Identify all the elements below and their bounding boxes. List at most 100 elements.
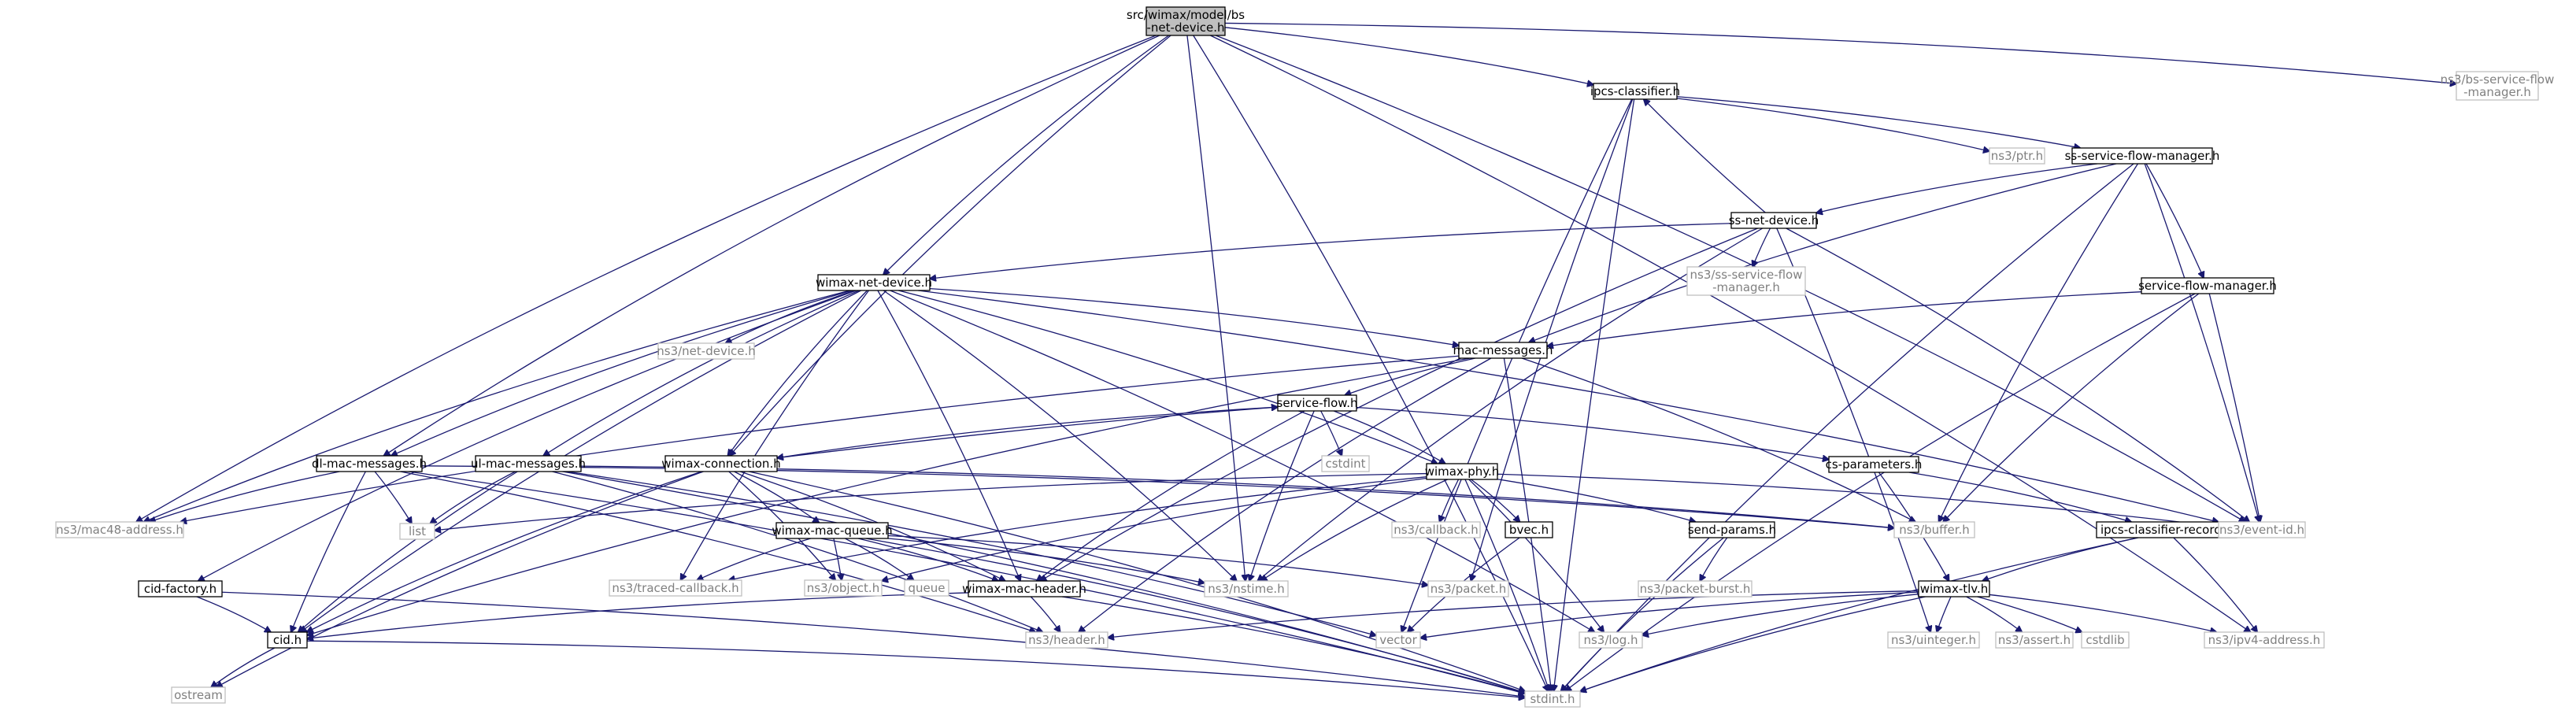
node-dl-mac-messages[interactable]: dl-mac-messages.h bbox=[312, 455, 427, 472]
node-box bbox=[1426, 463, 1498, 480]
edge-ipcs-classifier-record-to-ipv4-address bbox=[2173, 537, 2257, 632]
node-ostream: ostream bbox=[171, 686, 226, 704]
edge-mac-messages-to-buffer bbox=[1521, 357, 1915, 522]
header-nodes: src/wimax/model/bs-net-device.hns3/bs-se… bbox=[55, 6, 2554, 708]
edge-ipcs-classifier-to-packet bbox=[1471, 98, 1634, 581]
edge-wimax-net-device-to-dl-mac-messages bbox=[391, 290, 853, 456]
edge-wimax-net-device-to-log bbox=[890, 290, 1595, 632]
edge-wimax-net-device-to-ns3-net-device bbox=[725, 290, 855, 343]
edge-cid-factory-to-stdint bbox=[221, 591, 1525, 697]
node-box bbox=[1689, 521, 1775, 538]
edge-service-flow-to-nstime bbox=[1249, 410, 1315, 581]
edge-wimax-tlv-to-uinteger bbox=[1937, 596, 1952, 632]
edge-wimax-net-device-to-ul-mac-messages bbox=[543, 290, 860, 456]
edge-bs-net-device-to-nstime bbox=[1186, 35, 1245, 581]
edge-ss-net-device-to-ipcs-classifier bbox=[1644, 99, 1766, 213]
edge-wimax-phy-to-bvec bbox=[1471, 479, 1519, 522]
node-bs-net-device[interactable]: src/wimax/model/bs-net-device.h bbox=[1127, 6, 1245, 36]
node-mac-messages[interactable]: mac-messages.h bbox=[1453, 342, 1553, 359]
edge-ul-mac-messages-to-list bbox=[430, 471, 516, 523]
node-ptr: ns3/ptr.h bbox=[1989, 147, 2045, 165]
node-cstdint: cstdint bbox=[1321, 455, 1370, 472]
edge-wimax-tlv-to-ipv4-address bbox=[1989, 594, 2216, 632]
edge-ss-service-flow-manager-to-stdint bbox=[1561, 163, 2134, 691]
node-nstime: ns3/nstime.h bbox=[1204, 580, 1289, 597]
node-label: wimax-net-device.h bbox=[816, 276, 932, 290]
node-wimax-net-device[interactable]: wimax-net-device.h bbox=[816, 274, 932, 291]
edge-ipcs-classifier-to-stdint bbox=[1553, 98, 1635, 691]
edge-wimax-net-device-to-traced-callback bbox=[680, 290, 870, 580]
node-event-id: ns3/event-id.h bbox=[2218, 521, 2306, 538]
edge-dl-mac-messages-to-header bbox=[400, 471, 1036, 632]
edge-wimax-tlv-to-vector bbox=[1420, 591, 1919, 638]
edge-wimax-phy-to-stdint bbox=[1464, 479, 1549, 691]
edge-ss-service-flow-manager-to-ss-net-device bbox=[1816, 163, 2098, 213]
node-label: -manager.h bbox=[1712, 280, 1780, 294]
node-label: ns3/uinteger.h bbox=[1891, 633, 1976, 647]
node-box bbox=[1146, 6, 1226, 36]
node-cid-factory[interactable]: cid-factory.h bbox=[138, 580, 223, 597]
edge-bs-net-device-to-ipcs-classifier bbox=[1224, 27, 1593, 85]
edge-wimax-mac-header-to-header bbox=[1030, 596, 1060, 632]
edge-ss-net-device-to-event-id bbox=[1786, 228, 2249, 522]
edge-wimax-mac-queue-to-stdint bbox=[865, 538, 1525, 693]
node-box bbox=[1524, 690, 1581, 708]
node-box bbox=[1277, 394, 1357, 412]
edge-wimax-mac-queue-to-wimax-mac-header bbox=[857, 538, 998, 581]
node-label: ns3/ss-service-flow bbox=[1690, 268, 1803, 282]
edge-wimax-tlv-to-stdint bbox=[1580, 596, 1926, 691]
node-box bbox=[1375, 631, 1421, 649]
node-ns3-ss-service-flow: ns3/ss-service-flow-manager.h bbox=[1686, 266, 1806, 296]
node-stdint: stdint.h bbox=[1524, 690, 1581, 708]
edge-mac-messages-to-cid bbox=[307, 357, 1471, 635]
node-send-params[interactable]: send-params.h bbox=[1688, 521, 1776, 538]
node-box bbox=[1893, 521, 1975, 538]
node-label: -manager.h bbox=[2463, 85, 2531, 99]
node-cid[interactable]: cid.h bbox=[267, 631, 308, 649]
node-service-flow[interactable]: service-flow.h bbox=[1277, 394, 1358, 412]
node-ul-mac-messages[interactable]: ul-mac-messages.h bbox=[471, 455, 586, 472]
edge-ipcs-classifier-to-ss-service-flow-manager bbox=[1676, 96, 2080, 148]
edge-wimax-net-device-to-cid-factory bbox=[198, 290, 857, 581]
node-label: ipcs-classifier.h bbox=[1590, 84, 1680, 98]
node-box bbox=[664, 455, 778, 472]
edge-wimax-mac-queue-to-object bbox=[833, 538, 842, 580]
edge-ipcs-classifier-to-vector bbox=[1401, 98, 1633, 632]
node-cstdlib: cstdlib bbox=[2081, 631, 2130, 649]
node-cs-parameters[interactable]: cs-parameters.h bbox=[1826, 456, 1923, 473]
node-ss-net-device[interactable]: ss-net-device.h bbox=[1729, 212, 1819, 229]
node-wimax-mac-queue[interactable]: wimax-mac-queue.h bbox=[772, 522, 893, 539]
node-callback: ns3/callback.h bbox=[1391, 521, 1481, 538]
edge-ul-mac-messages-to-vector bbox=[567, 471, 1376, 635]
edge-wimax-mac-queue-to-nstime bbox=[887, 538, 1205, 583]
node-bvec[interactable]: bvec.h bbox=[1505, 521, 1553, 538]
edge-wimax-phy-to-callback bbox=[1439, 479, 1460, 522]
node-ss-service-flow-manager[interactable]: ss-service-flow-manager.h bbox=[2065, 147, 2220, 165]
edge-cs-parameters-to-ipcs-classifier-record bbox=[1908, 472, 2131, 522]
node-box bbox=[2141, 277, 2274, 294]
edge-service-flow-to-wimax-connection bbox=[777, 406, 1279, 458]
edge-mac-messages-to-header bbox=[1079, 357, 1492, 632]
edge-wimax-phy-to-event-id bbox=[1497, 473, 2219, 527]
node-label: ns3/object.h bbox=[807, 581, 879, 595]
edge-wimax-mac-header-to-stdint bbox=[1061, 596, 1525, 694]
node-wimax-tlv[interactable]: wimax-tlv.h bbox=[1918, 580, 1990, 597]
node-wimax-mac-header[interactable]: wimax-mac-header.h bbox=[962, 580, 1086, 597]
node-label: queue bbox=[909, 581, 946, 595]
edge-wimax-mac-header-to-cid bbox=[307, 592, 969, 638]
edge-mac-messages-to-service-flow bbox=[1345, 357, 1475, 395]
edge-bs-net-device-to-dl-mac-messages bbox=[383, 35, 1160, 456]
node-box bbox=[1025, 631, 1108, 649]
edge-ss-service-flow-manager-to-mac-messages bbox=[1529, 163, 2117, 342]
edge-service-flow-to-wimax-mac-header bbox=[1037, 410, 1305, 581]
node-ipcs-classifier-record[interactable]: ipcs-classifier-record.h bbox=[2096, 521, 2237, 538]
node-label: vector bbox=[1379, 633, 1417, 647]
node-wimax-phy[interactable]: wimax-phy.h bbox=[1425, 463, 1500, 480]
node-service-flow-manager[interactable]: service-flow-manager.h bbox=[2138, 277, 2277, 294]
node-ipcs-classifier[interactable]: ipcs-classifier.h bbox=[1590, 83, 1680, 100]
node-label: ostream bbox=[174, 688, 223, 702]
node-label: cid.h bbox=[273, 633, 302, 647]
node-wimax-connection[interactable]: wimax-connection.h bbox=[661, 455, 781, 472]
node-label: wimax-mac-queue.h bbox=[772, 523, 892, 538]
edge-service-flow-manager-to-buffer bbox=[1943, 293, 2200, 522]
